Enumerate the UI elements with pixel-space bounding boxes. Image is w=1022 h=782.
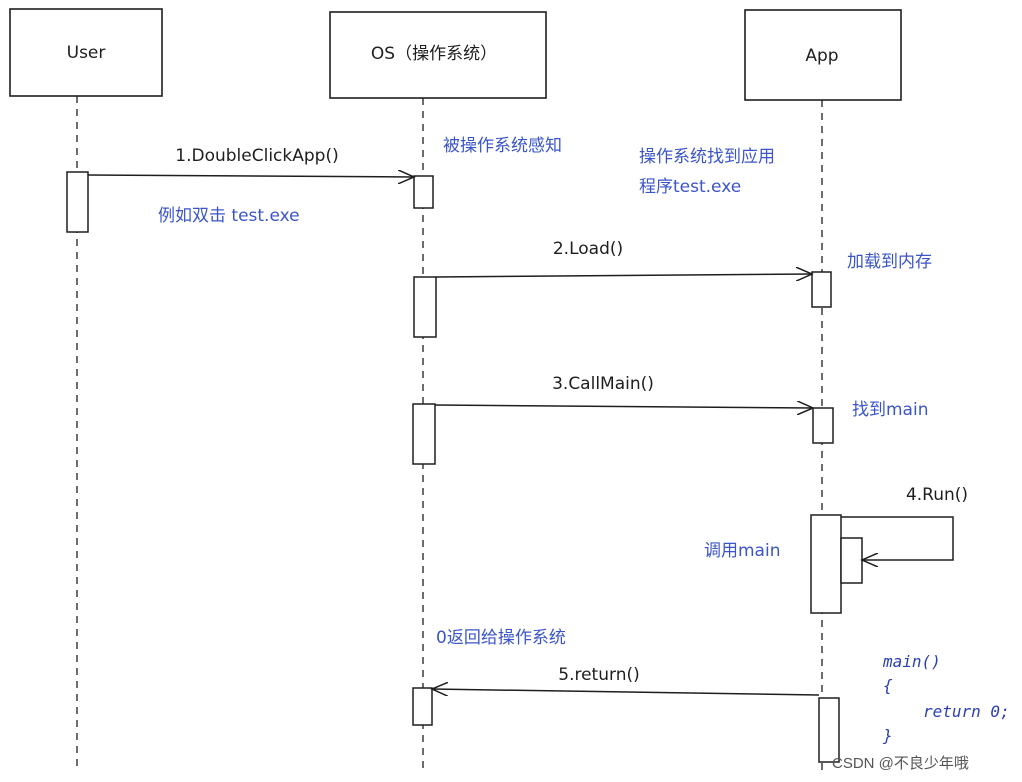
participant-app: App: [744, 9, 902, 101]
activation-os-2: [413, 276, 437, 338]
activation-os-3: [412, 403, 436, 465]
message-arrow-5-return: [432, 689, 820, 695]
activation-app-2: [812, 407, 834, 444]
note-call-main: 调用main: [704, 541, 780, 561]
participant-os-label: OS（操作系统）: [371, 44, 497, 64]
activation-os-4: [412, 687, 433, 726]
participant-user: User: [9, 8, 163, 97]
watermark: CSDN @不良少年哦: [832, 755, 969, 772]
code-line-2: {: [883, 676, 893, 695]
activation-app-run: [810, 514, 842, 614]
note-os-perceived: 被操作系统感知: [443, 136, 562, 156]
note-return-zero-to-os: 0返回给操作系统: [436, 628, 566, 648]
participant-app-label: App: [805, 46, 838, 66]
note-double-click-example: 例如双击 test.exe: [158, 206, 300, 226]
participant-user-label: User: [67, 43, 106, 63]
note-os-find-app-line1: 操作系统找到应用: [639, 147, 775, 167]
message-label-1: 1.DoubleClickApp(): [175, 146, 338, 166]
participant-os: OS（操作系统）: [329, 11, 547, 99]
message-arrow-3: [434, 405, 813, 408]
code-line-1: main(): [882, 652, 941, 671]
participant-app-box: [744, 9, 902, 101]
message-label-2: 2.Load(): [553, 239, 623, 259]
note-os-find-app-line2: 程序test.exe: [639, 177, 741, 197]
participant-user-box: [9, 8, 163, 97]
code-note: main() { return 0; }: [882, 652, 1010, 745]
message-label-3: 3.CallMain(): [552, 374, 654, 394]
code-line-4: }: [882, 726, 893, 745]
activation-app-1: [811, 271, 832, 308]
participant-os-box: [329, 11, 547, 99]
message-label-4: 4.Run(): [906, 485, 968, 505]
note-find-main: 找到main: [852, 400, 928, 420]
message-arrow-4-self: [841, 516, 954, 560]
code-line-3: return 0;: [923, 702, 1010, 721]
message-arrow-2: [435, 274, 812, 277]
message-arrow-1: [87, 175, 414, 177]
activation-user-1: [66, 171, 89, 233]
note-load-to-memory: 加载到内存: [847, 252, 932, 272]
activation-app-3: [818, 697, 840, 763]
activation-os-1: [413, 175, 434, 209]
message-label-5: 5.return(): [558, 665, 639, 685]
activation-app-nested: [840, 537, 863, 584]
